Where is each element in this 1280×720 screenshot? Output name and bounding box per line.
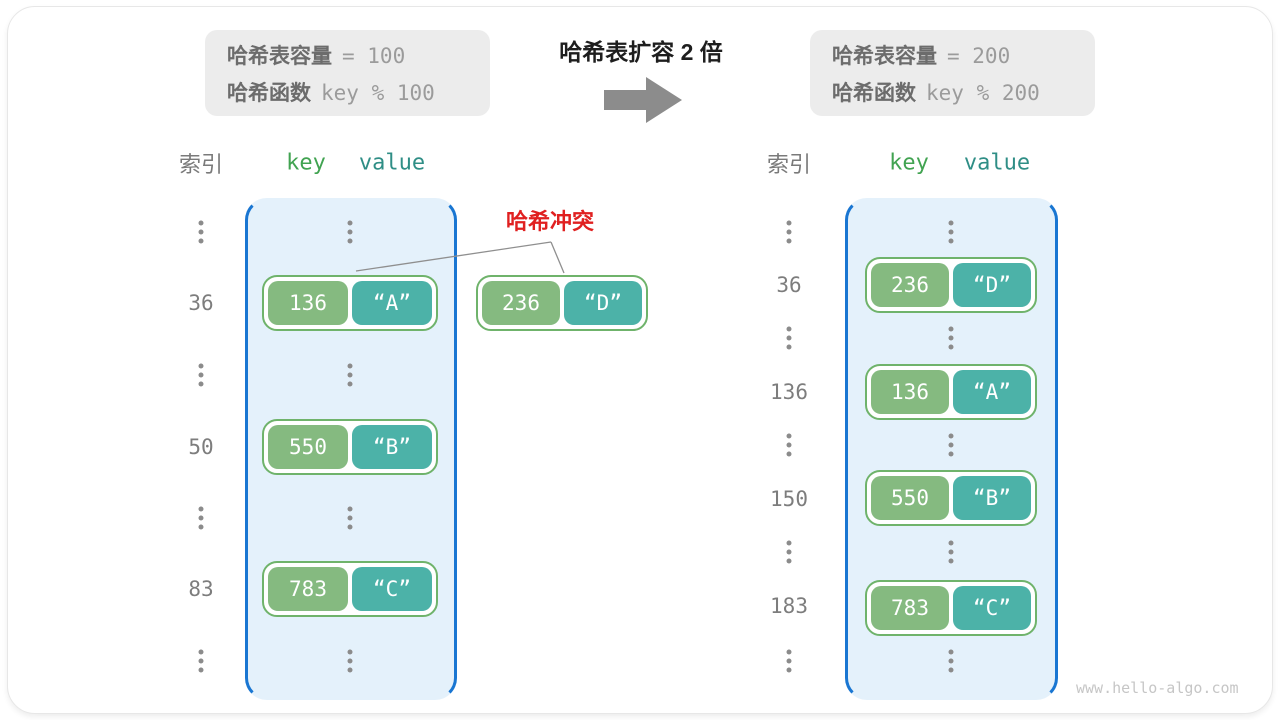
index-label: 136	[770, 380, 808, 404]
index-label: 83	[188, 577, 214, 601]
pair-236-D: 236 “D”	[865, 257, 1037, 313]
ellipsis-dots	[948, 326, 954, 350]
ellipsis-dots	[198, 220, 204, 244]
ellipsis-dots	[198, 506, 204, 530]
ellipsis-dots	[198, 363, 204, 387]
capacity-line: 哈希表容量 = 100	[227, 40, 468, 70]
capacity-value: = 200	[947, 43, 1011, 68]
watermark: www.hello-algo.com	[1076, 679, 1239, 697]
index-label: 50	[188, 435, 214, 459]
key-cell: 783	[871, 586, 949, 630]
ellipsis-dots	[347, 506, 353, 530]
left-index-header: 索引	[178, 152, 224, 177]
ellipsis-dots	[948, 540, 954, 564]
ellipsis-dots	[347, 220, 353, 244]
index-label: 36	[776, 273, 802, 297]
ellipsis-dots	[948, 220, 954, 244]
index-label: 36	[188, 291, 214, 315]
key-cell: 236	[871, 263, 949, 307]
hash-function-label: 哈希函数	[227, 81, 311, 105]
pair-783-C: 783 “C”	[262, 561, 438, 617]
diagram-card	[7, 6, 1273, 714]
left-value-header: value	[358, 150, 426, 176]
ellipsis-dots	[347, 363, 353, 387]
right-key-header: key	[889, 150, 929, 176]
value-cell: “A”	[953, 370, 1031, 414]
pair-136-A: 136 “A”	[865, 364, 1037, 420]
capacity-before-box: 哈希表容量 = 100 哈希函数 key % 100	[205, 30, 490, 116]
value-cell: “D”	[564, 281, 642, 325]
hash-function-value: key % 100	[321, 80, 435, 105]
left-key-header: key	[286, 150, 326, 176]
capacity-value: = 100	[342, 43, 406, 68]
right-arrow-icon	[604, 77, 682, 123]
pair-550-B: 550 “B”	[865, 470, 1037, 526]
value-cell: “B”	[953, 476, 1031, 520]
index-label: 183	[770, 594, 808, 618]
hash-collision-label: 哈希冲突	[505, 209, 594, 234]
pair-236-D-colliding: 236 “D”	[476, 275, 648, 331]
value-cell: “B”	[352, 425, 432, 469]
hash-function-line: 哈希函数 key % 100	[227, 77, 468, 107]
pair-783-C: 783 “C”	[865, 580, 1037, 636]
ellipsis-dots	[786, 220, 792, 244]
key-cell: 550	[871, 476, 949, 520]
pair-136-A: 136 “A”	[262, 275, 438, 331]
ellipsis-dots	[786, 326, 792, 350]
expand-title: 哈希表扩容 2 倍	[559, 39, 723, 65]
value-cell: “A”	[352, 281, 432, 325]
right-value-header: value	[963, 150, 1031, 176]
ellipsis-dots	[786, 649, 792, 673]
hash-function-value: key % 200	[926, 80, 1040, 105]
key-cell: 236	[482, 281, 560, 325]
key-cell: 550	[268, 425, 348, 469]
ellipsis-dots	[786, 540, 792, 564]
capacity-label: 哈希表容量	[227, 44, 332, 68]
key-cell: 136	[268, 281, 348, 325]
ellipsis-dots	[786, 433, 792, 457]
hash-function-label: 哈希函数	[832, 81, 916, 105]
ellipsis-dots	[948, 649, 954, 673]
key-cell: 136	[871, 370, 949, 414]
right-index-header: 索引	[766, 152, 812, 177]
capacity-after-box: 哈希表容量 = 200 哈希函数 key % 200	[810, 30, 1095, 116]
capacity-line: 哈希表容量 = 200	[832, 40, 1073, 70]
value-cell: “C”	[953, 586, 1031, 630]
ellipsis-dots	[948, 433, 954, 457]
pair-550-B: 550 “B”	[262, 419, 438, 475]
value-cell: “C”	[352, 567, 432, 611]
key-cell: 783	[268, 567, 348, 611]
value-cell: “D”	[953, 263, 1031, 307]
hash-function-line: 哈希函数 key % 200	[832, 77, 1073, 107]
capacity-label: 哈希表容量	[832, 44, 937, 68]
ellipsis-dots	[198, 649, 204, 673]
index-label: 150	[770, 487, 808, 511]
ellipsis-dots	[347, 649, 353, 673]
